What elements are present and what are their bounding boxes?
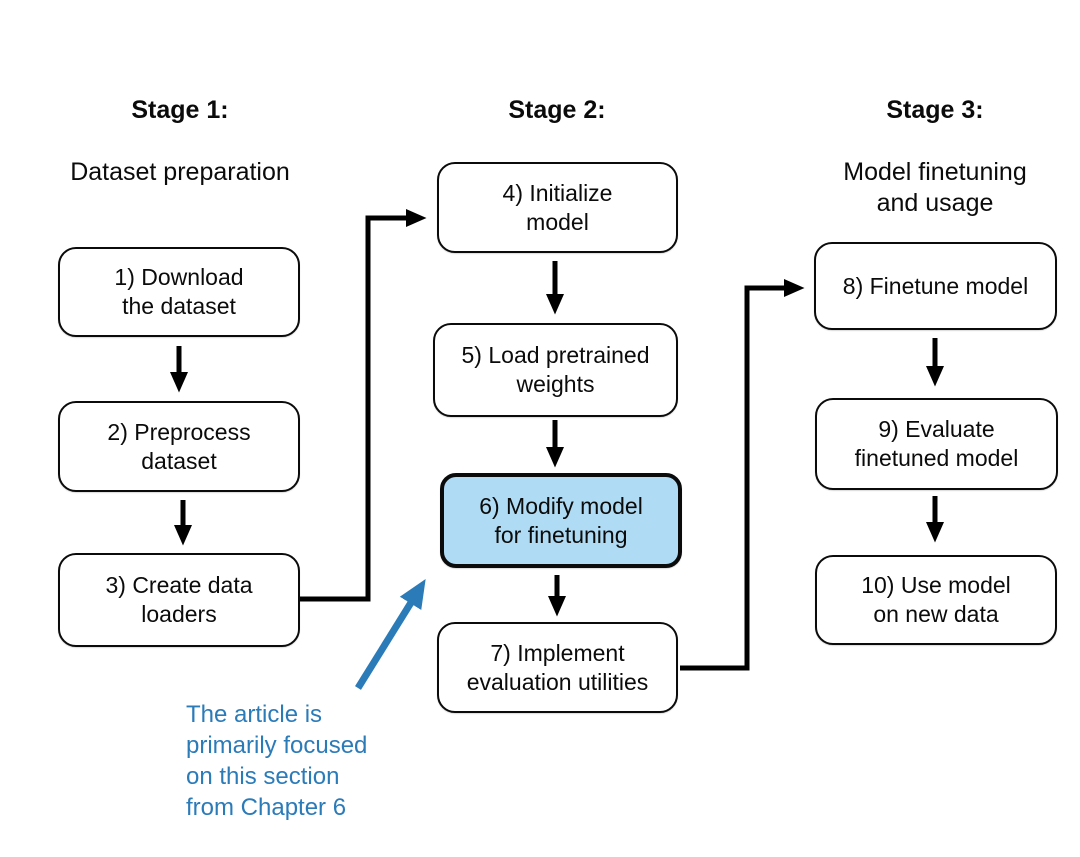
stage-1-header: Stage 1: Dataset preparation xyxy=(30,64,330,219)
stage-3-subtitle: Model finetuning and usage xyxy=(843,158,1027,217)
connector-box7-to-box8 xyxy=(680,279,805,671)
stage-3-header: Stage 3: Model finetuning and usage xyxy=(785,64,1080,250)
box-1-download-dataset: 1) Download the dataset xyxy=(58,247,300,337)
box-10-use-model-on-new-data: 10) Use model on new data xyxy=(815,555,1057,645)
box-9-evaluate-finetuned-model: 9) Evaluate finetuned model xyxy=(815,398,1058,490)
box-2-preprocess-dataset: 2) Preprocess dataset xyxy=(58,401,300,492)
connector-box3-to-box4 xyxy=(300,209,427,602)
box-4-initialize-model: 4) Initialize model xyxy=(437,162,678,253)
focus-annotation-text: The article is primarily focused on this… xyxy=(186,701,368,821)
box-7-implement-evaluation-utilities: 7) Implement evaluation utilities xyxy=(437,622,678,713)
box-6-modify-model-for-finetuning: 6) Modify model for finetuning xyxy=(440,473,682,568)
stage-3-title: Stage 3: xyxy=(886,96,984,124)
stage-1-title: Stage 1: xyxy=(131,96,229,124)
box-5-load-pretrained-weights: 5) Load pretrained weights xyxy=(433,323,678,417)
box-3-create-data-loaders: 3) Create data loaders xyxy=(58,553,300,647)
stage-1-subtitle: Dataset preparation xyxy=(70,158,290,186)
stage-2-title: Stage 2: xyxy=(508,96,606,124)
focus-annotation-arrow xyxy=(355,578,426,690)
box-8-finetune-model: 8) Finetune model xyxy=(814,242,1057,330)
